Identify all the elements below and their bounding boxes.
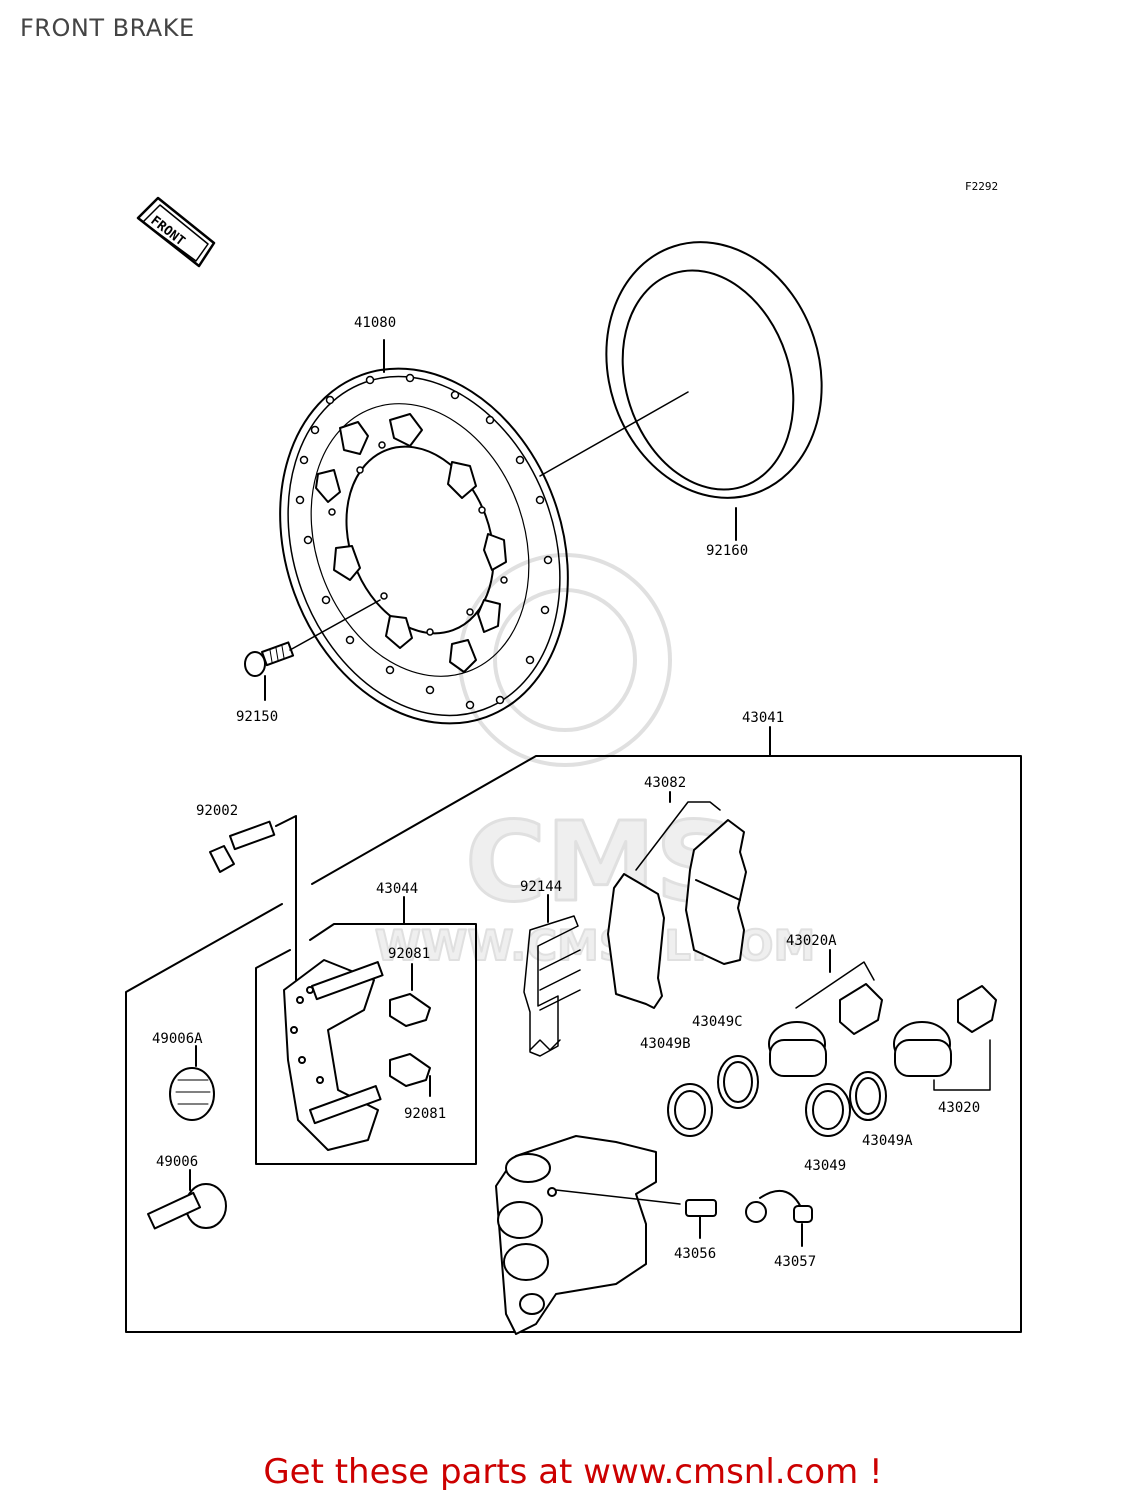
pin-boot-49006a xyxy=(169,1067,215,1121)
bracket-frame xyxy=(255,923,477,1165)
slide-pin-49006 xyxy=(147,1183,227,1230)
seal-43049a xyxy=(849,1071,887,1121)
parts-diagram: CMS WWW.CMSNL.COM F2292 FRONT xyxy=(125,180,1022,1335)
label-49006a: 49006A xyxy=(152,1031,203,1047)
page-title: FRONT BRAKE xyxy=(20,14,195,42)
caliper-bracket xyxy=(283,959,384,1151)
piston-43020a xyxy=(768,1021,827,1077)
label-41080: 41080 xyxy=(354,315,396,331)
caliper-bolt xyxy=(209,820,276,873)
label-43049c: 43049C xyxy=(692,1014,743,1030)
disc-bolt xyxy=(244,641,295,677)
piston-43020 xyxy=(893,1021,952,1077)
label-43041: 43041 xyxy=(742,710,784,726)
label-43049b: 43049B xyxy=(640,1036,691,1052)
seal-43049c xyxy=(717,1055,759,1109)
brake-pad-right xyxy=(685,819,747,965)
brake-disc xyxy=(279,367,569,725)
bleeder-cap xyxy=(745,1189,813,1223)
watermark-url: WWW.CMSNL.COM xyxy=(375,921,816,970)
dust-boot-43020a xyxy=(839,983,883,1035)
watermark: CMS WWW.CMSNL.COM xyxy=(374,553,816,971)
seal-43049 xyxy=(805,1083,851,1137)
label-92081-lower: 92081 xyxy=(404,1106,446,1122)
caliper-body xyxy=(495,1135,657,1335)
pad-clip-lower xyxy=(389,1053,431,1087)
figure-code: F2292 xyxy=(965,180,998,193)
label-43020: 43020 xyxy=(938,1100,980,1116)
label-43056: 43056 xyxy=(674,1246,716,1262)
dust-ring xyxy=(605,241,823,499)
caliper-assembly-frame xyxy=(125,755,1022,1333)
label-92144: 92144 xyxy=(520,879,562,895)
dust-boot-43020 xyxy=(957,985,997,1033)
footer-shop-link[interactable]: Get these parts at www.cmsnl.com ! xyxy=(263,1452,883,1492)
label-43082: 43082 xyxy=(644,775,686,791)
bleeder-valve xyxy=(685,1199,717,1217)
pad-spring xyxy=(523,915,581,1057)
label-43020a: 43020A xyxy=(786,933,837,949)
label-49006: 49006 xyxy=(156,1154,198,1170)
label-43049: 43049 xyxy=(804,1158,846,1174)
label-92150: 92150 xyxy=(236,709,278,725)
label-43049a: 43049A xyxy=(862,1133,913,1149)
label-43044: 43044 xyxy=(376,881,418,897)
label-92002: 92002 xyxy=(196,803,238,819)
front-arrow-icon: FRONT xyxy=(136,196,216,268)
label-92081-upper: 92081 xyxy=(388,946,430,962)
brake-pad-left xyxy=(607,873,665,1009)
seal-43049b xyxy=(667,1083,713,1137)
label-92160: 92160 xyxy=(706,543,748,559)
pad-clip-upper xyxy=(389,993,431,1027)
label-43057: 43057 xyxy=(774,1254,816,1270)
